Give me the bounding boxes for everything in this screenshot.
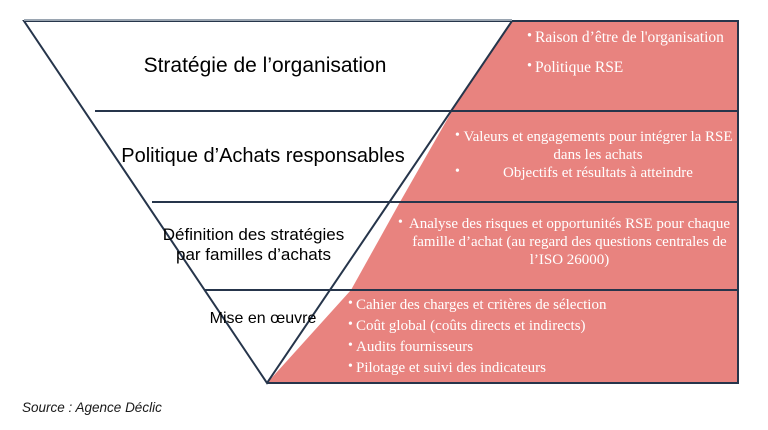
red-panels — [267, 21, 738, 383]
red-panel-4 — [267, 290, 738, 383]
red-panel-1 — [452, 21, 738, 111]
source-note: Source : Agence Déclic — [22, 400, 162, 415]
red-panel-3 — [351, 202, 738, 290]
layer-dividers — [95, 110, 738, 291]
red-panel-2 — [400, 111, 738, 202]
